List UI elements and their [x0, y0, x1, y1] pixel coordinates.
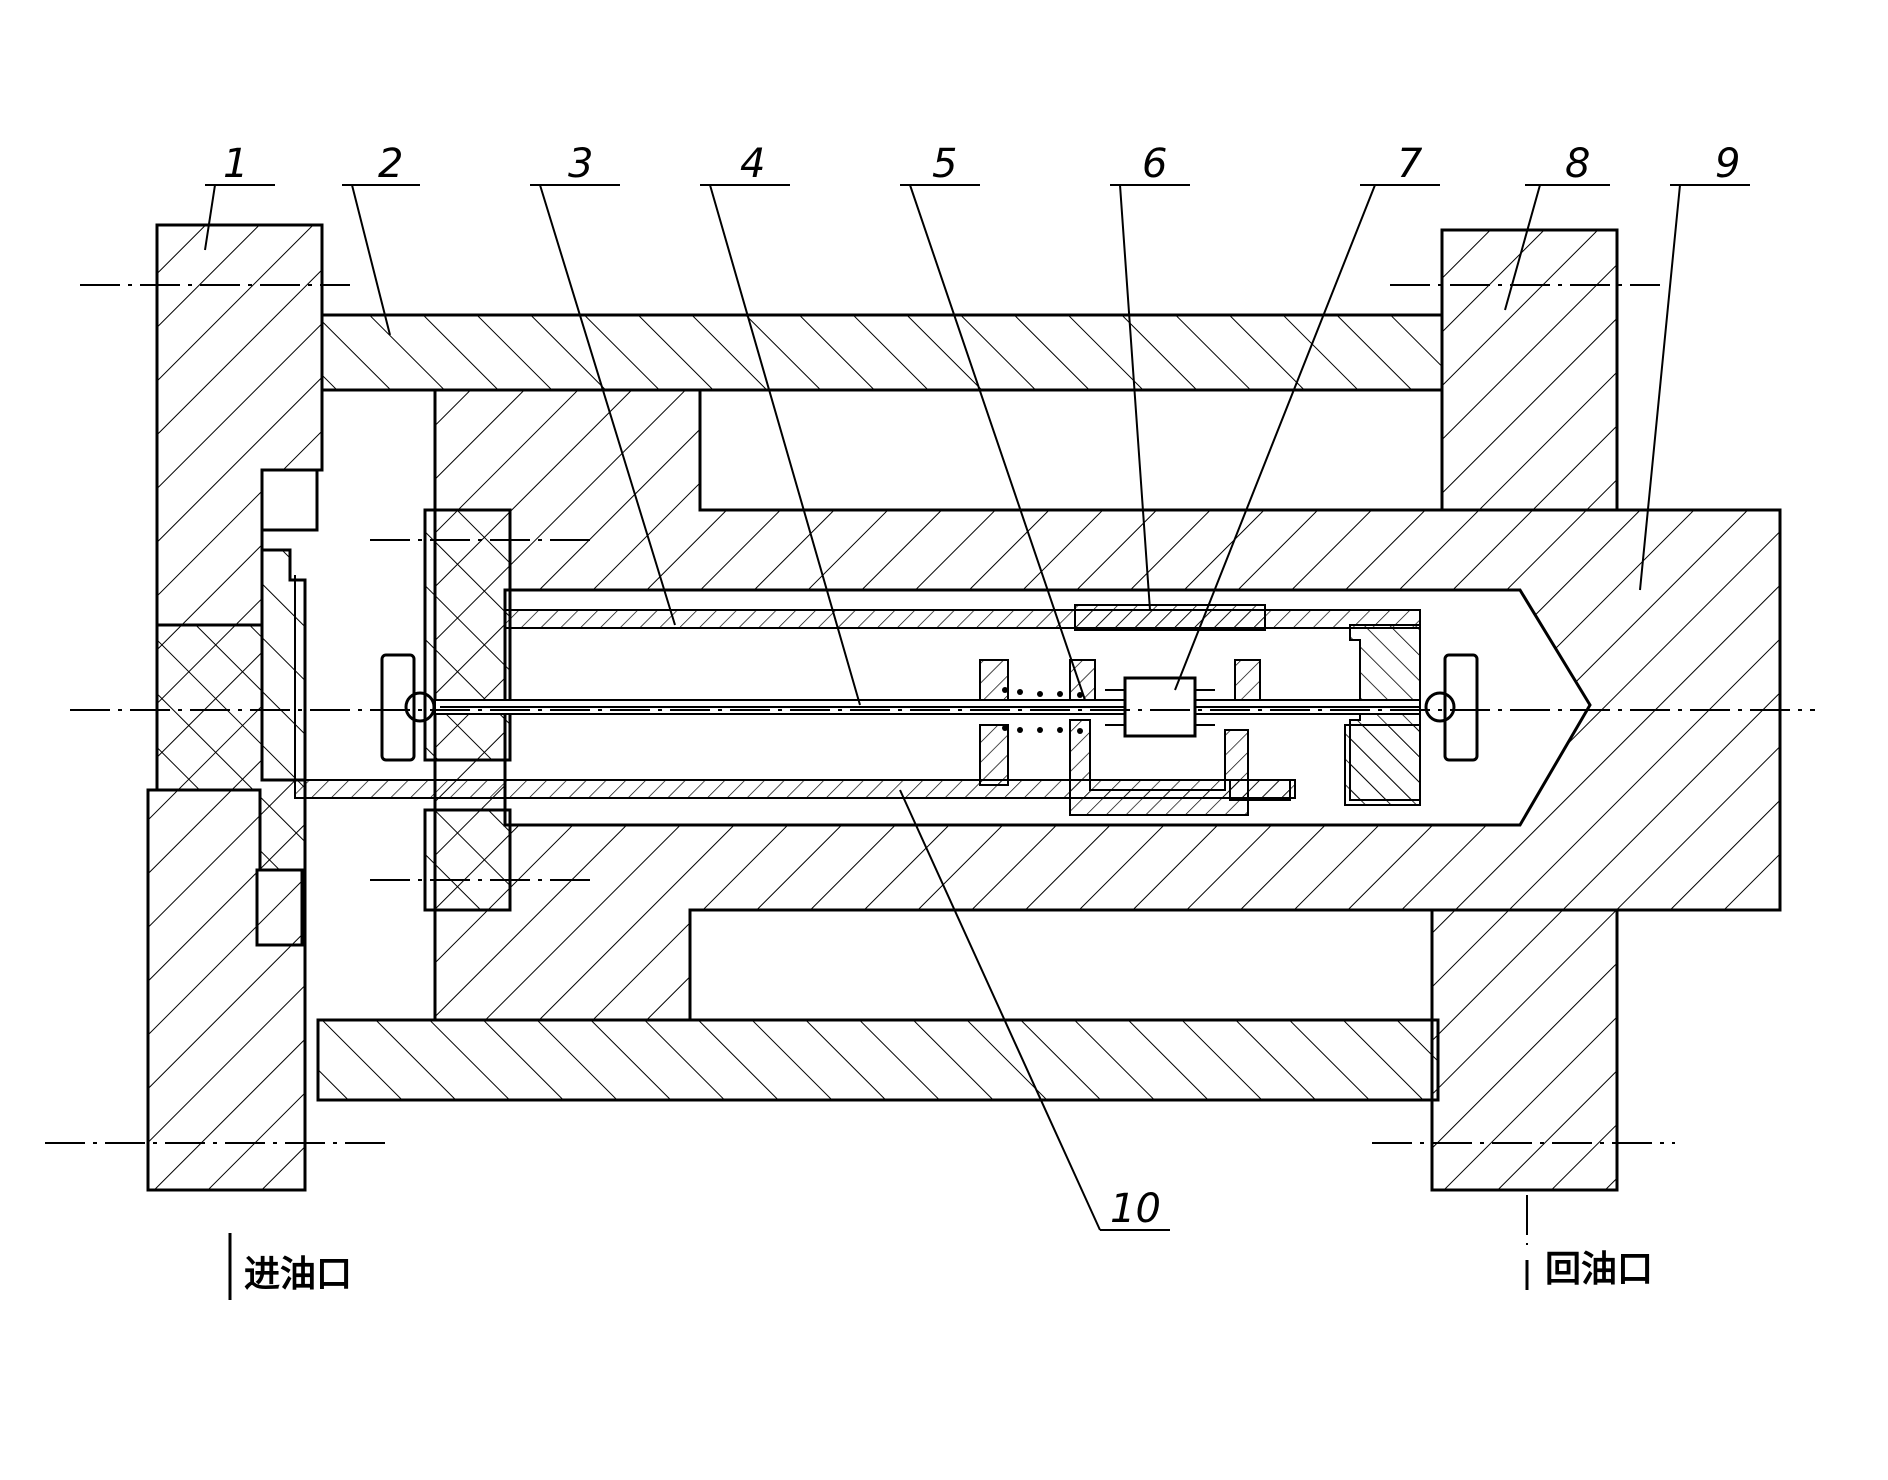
part-label-5: 5 — [932, 141, 957, 187]
outer-sleeve-bottom — [318, 1020, 1438, 1100]
outer-sleeve-top — [322, 315, 1442, 390]
carriage-plate-left — [980, 660, 1008, 705]
outlet-port-caption: 回油口 — [1545, 1249, 1653, 1290]
part-label-8: 8 — [1565, 141, 1590, 187]
part-label-3: 3 — [568, 141, 593, 187]
right-flange-top — [1442, 230, 1617, 510]
part-label-6: 6 — [1142, 141, 1167, 187]
part-label-4: 4 — [740, 141, 765, 187]
nut-sleeve — [1075, 605, 1265, 630]
upper-tube — [505, 610, 1420, 628]
guide-block-upper — [425, 510, 510, 760]
left-flange-recess — [262, 470, 317, 530]
part-label-7: 7 — [1397, 141, 1423, 187]
carriage-plate-left-lower — [980, 725, 1008, 785]
guide-block-lower — [425, 810, 510, 910]
part-label-2: 2 — [378, 141, 403, 187]
rod-knob-left — [382, 655, 414, 760]
inlet-port-caption: 进油口 — [244, 1254, 352, 1295]
right-flange-bottom — [1432, 910, 1617, 1190]
part-label-9: 9 — [1715, 141, 1740, 187]
carriage-arm — [1230, 780, 1290, 800]
carriage-plate-right — [1235, 660, 1260, 705]
part-label-10: 10 — [1110, 1186, 1161, 1232]
nut — [1125, 678, 1195, 736]
part-label-1: 1 — [223, 141, 248, 187]
right-end-block-lower — [1345, 725, 1420, 805]
